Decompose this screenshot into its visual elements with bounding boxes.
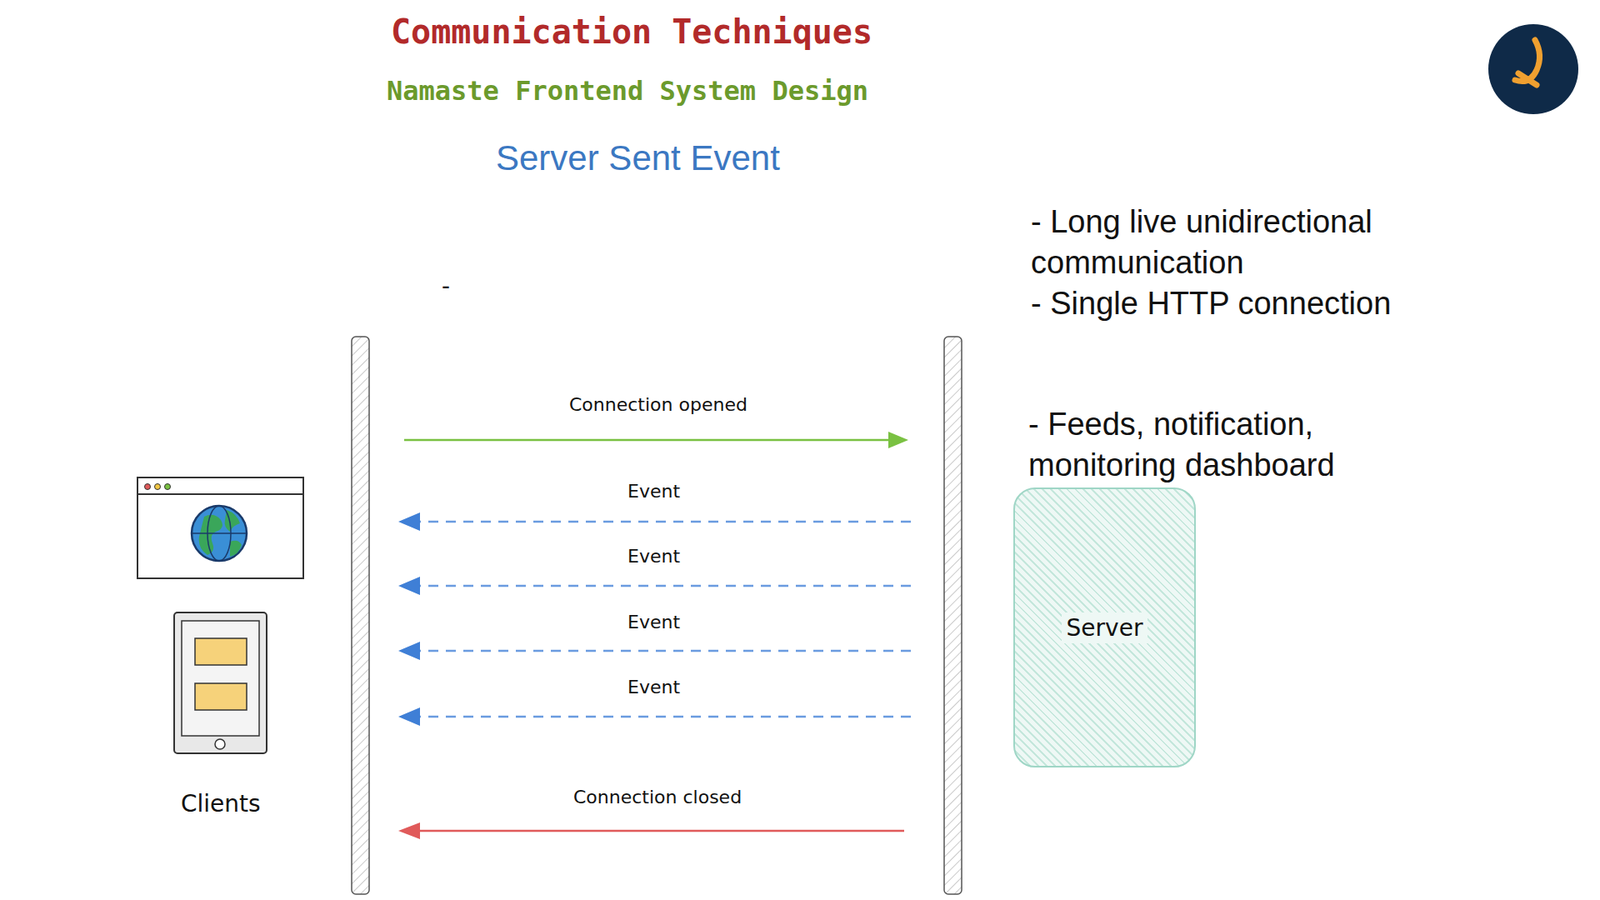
subtitle: Namaste Frontend System Design: [386, 75, 869, 107]
node-text: Server: [1061, 612, 1149, 644]
participant-label: Clients: [180, 790, 261, 818]
close-arrow: [398, 822, 905, 840]
message-label: Event: [627, 676, 680, 698]
phone-icon: [174, 612, 267, 754]
browser-icon: [137, 477, 304, 579]
lifeline: [944, 336, 962, 895]
bullet-note: - Long live unidirectional communication: [1030, 201, 1465, 284]
bullet-note: - Single HTTP connection: [1030, 283, 1465, 325]
message-label: Event: [627, 480, 680, 502]
message-label: Event: [627, 545, 680, 567]
open-arrow: [404, 431, 909, 449]
message-label: Connection closed: [573, 786, 742, 808]
event-arrows: [416, 521, 911, 717]
message-label: Event: [627, 611, 680, 633]
lifeline: [351, 336, 370, 895]
channel-logo: [1488, 24, 1579, 115]
bullet-note: - Feeds, notification, monitoring dashbo…: [1028, 404, 1462, 486]
message-label: Connection opened: [569, 394, 748, 415]
section-heading: Server Sent Event: [495, 138, 780, 179]
slide-title: Communication Techniques: [390, 12, 873, 51]
event-heads: [398, 512, 420, 726]
stray-dash: -: [441, 271, 450, 300]
server-box: Server: [1013, 487, 1196, 768]
